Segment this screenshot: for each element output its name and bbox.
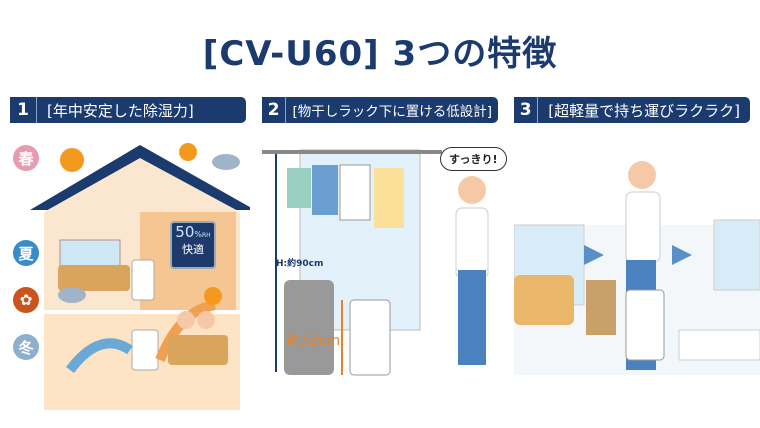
season-winter: 冬 <box>13 334 39 360</box>
feature-label-3: 3 [超軽量で持ち運びラクラク] <box>514 97 750 123</box>
unit-height-label: 約32cm <box>287 333 341 349</box>
feature-label-1: 1 [年中安定した除湿力] <box>10 97 246 123</box>
humidity-value: 50 <box>175 223 195 241</box>
house-illustration <box>30 143 250 410</box>
season-spring: 春 <box>13 145 39 171</box>
speech-bubble: すっきり! <box>440 147 507 171</box>
humidity-sub: RH <box>202 232 211 239</box>
humidity-status: 快適 <box>182 243 204 256</box>
feature-text: [年中安定した除湿力] <box>47 101 194 120</box>
feature-number: 3 <box>514 97 539 123</box>
feature-text: [物干しラック下に置ける低設計] <box>292 104 492 120</box>
maple-leaf-icon: ✿ <box>13 287 39 313</box>
drying-rack-illustration <box>262 149 489 376</box>
feature-number: 2 <box>262 97 287 123</box>
feature-text: [超軽量で持ち運びラクラク] <box>548 101 740 120</box>
humidity-display: 50%RH 快適 <box>170 221 216 269</box>
height-label: H:約90cm <box>276 259 324 269</box>
season-summer: 夏 <box>13 240 39 266</box>
page-title: [CV-U60] 3つの特徴 <box>202 34 558 74</box>
feature-number: 1 <box>10 97 37 123</box>
carrying-illustration <box>514 161 760 375</box>
feature-label-2: 2 [物干しラック下に置ける低設計] <box>262 97 498 123</box>
humidity-unit: % <box>194 230 202 239</box>
